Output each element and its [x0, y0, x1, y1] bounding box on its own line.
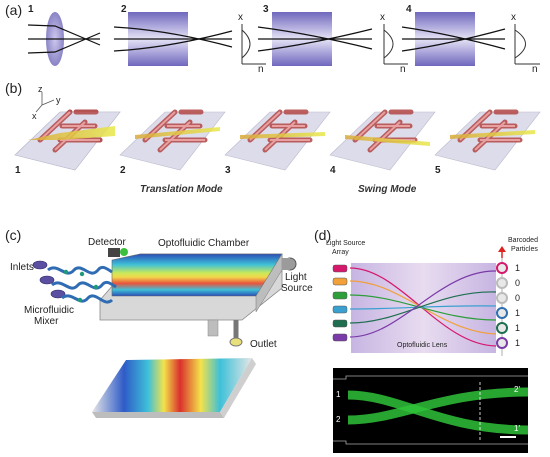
barcode-bit-3: 0 — [515, 293, 521, 303]
panel-b-devices — [0, 92, 550, 230]
panel-a-step-2: 2 — [121, 4, 127, 15]
micrograph-port-1p: 1' — [514, 424, 520, 433]
panel-a-step-1: 1 — [28, 4, 34, 15]
inlets-label: Inlets — [10, 262, 34, 273]
device-2 — [120, 112, 225, 170]
device-4 — [330, 112, 435, 170]
barcode-bit-5: 1 — [515, 323, 521, 333]
device-1 — [15, 112, 120, 170]
mixer-label-2: Mixer — [34, 316, 59, 327]
detector-label: Detector — [88, 237, 126, 248]
panel-b-step-4: 4 — [330, 165, 336, 176]
axis-x-2: x — [238, 12, 243, 23]
axis-y: y — [56, 95, 61, 105]
grin-lens-3 — [257, 12, 408, 66]
axis-x-4: x — [511, 12, 516, 23]
barcoded-label-1: Barcoded — [508, 237, 538, 244]
device-3 — [225, 112, 330, 170]
panel-b-step-2: 2 — [120, 165, 126, 176]
grin-lens-2 — [113, 12, 266, 66]
micrograph-port-2p: 2' — [514, 385, 520, 394]
barcode-bit-6: 1 — [515, 338, 521, 348]
axis-n-2: n — [258, 64, 264, 75]
panel-a-label: (a) — [5, 2, 23, 18]
panel-a-lens-diagrams — [27, 12, 540, 66]
panel-d-label: (d) — [314, 227, 332, 243]
green-beam-micrograph — [333, 368, 529, 453]
light-source-label-1: Light — [285, 272, 307, 283]
barcoded-label-2: Particles — [511, 246, 538, 253]
micrograph-port-1: 1 — [336, 390, 341, 399]
barcode-bit-4: 1 — [515, 308, 521, 318]
axis-n-4: n — [532, 64, 538, 75]
axis-z: z — [38, 84, 43, 94]
axis-n-3: n — [400, 64, 406, 75]
axis-x-3: x — [380, 12, 385, 23]
mixer-label-1: Microfluidic — [24, 305, 75, 316]
panel-b-step-1: 1 — [15, 165, 21, 176]
panel-c-label: (c) — [5, 227, 22, 243]
panel-d-lens-schematic — [332, 246, 508, 356]
panel-b-step-5: 5 — [435, 165, 441, 176]
outlet-label: Outlet — [250, 339, 277, 350]
light-source-label-2: Source — [281, 283, 313, 294]
micrograph-port-2: 2 — [336, 415, 341, 424]
light-source-array-label-2: Array — [332, 249, 349, 256]
axis-x: x — [32, 111, 37, 121]
panel-a-step-4: 4 — [406, 4, 412, 15]
intensity-profile-surface — [92, 358, 256, 418]
chamber-label: Optofluidic Chamber — [158, 238, 250, 249]
swing-mode-label: Swing Mode — [358, 184, 417, 195]
panel-b-step-3: 3 — [225, 165, 231, 176]
light-source-array-label-1: Light Source — [326, 240, 366, 247]
device-5 — [435, 112, 540, 170]
translation-mode-label: Translation Mode — [140, 184, 223, 195]
barcode-bit-2: 0 — [515, 278, 521, 288]
optofluidic-lens-label: Optofluidic Lens — [397, 342, 448, 349]
panel-b-label: (b) — [5, 80, 23, 96]
barcode-bit-1: 1 — [515, 263, 521, 273]
convex-lens-1 — [27, 12, 101, 66]
grin-lens-4 — [401, 12, 540, 66]
panel-a-step-3: 3 — [263, 4, 269, 15]
